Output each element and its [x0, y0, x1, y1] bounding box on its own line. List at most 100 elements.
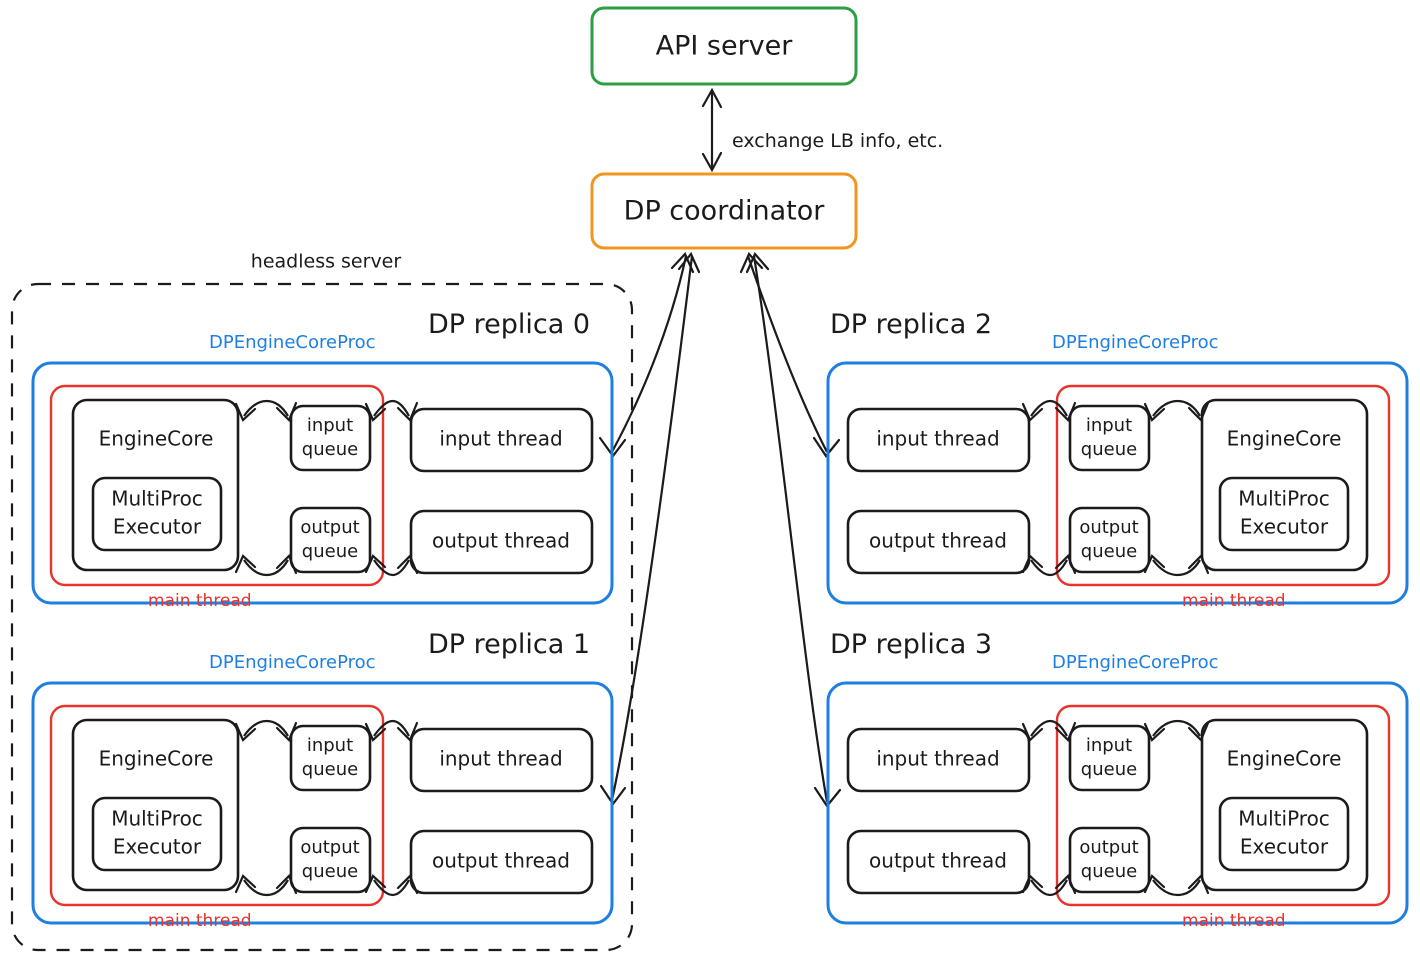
replica-3-output-queue-line1: output: [1079, 837, 1138, 858]
edge-coordinator-replica-3: [752, 255, 829, 803]
edge-coordinator-replica-2: [746, 255, 828, 453]
replica-2-arc-inthread-inq: [1030, 399, 1068, 417]
replica-1-arc-inq-inthread: [373, 719, 410, 737]
api-server-node[interactable]: API server: [590, 6, 858, 86]
replica-0-ah-a5: [234, 554, 257, 574]
replica-3-process-boundary[interactable]: [826, 681, 1409, 925]
replica-1-ah-a2: [275, 721, 298, 742]
replica-2-input-queue-box[interactable]: [1068, 404, 1151, 472]
replica-0-output-thread-label: output thread: [432, 529, 570, 553]
replica-1-output-queue-line1: output: [300, 837, 359, 858]
replica-1-input-queue-line2: queue: [302, 759, 358, 780]
replica-1-output-queue-box[interactable]: [289, 826, 372, 894]
replica-1-input-thread-box[interactable]: [409, 727, 594, 793]
replica-2-output-queue-line1: output: [1079, 517, 1138, 538]
replica-3-ah-a1: [1021, 722, 1044, 742]
replica-2-ah-a8: [1187, 554, 1210, 575]
replica-2-input-thread-box[interactable]: [846, 407, 1031, 473]
replica-3-main-thread-label: main thread: [1182, 911, 1286, 931]
replica-3-ah-a8: [1187, 874, 1210, 895]
replica-1-input-thread-label: input thread: [439, 747, 562, 771]
replica-1-main-thread-boundary[interactable]: [49, 704, 385, 907]
replica-3-input-thread-label: input thread: [876, 747, 999, 771]
replica-0-multiproc-line2: Executor: [113, 515, 202, 539]
replica-2-multiproc-line1: MultiProc: [1238, 487, 1330, 511]
replica-2-multiproc-executor-box[interactable]: [1218, 476, 1350, 552]
replica-3-ah-a6: [1054, 874, 1077, 895]
replica-3-main-thread-boundary[interactable]: [1055, 704, 1391, 907]
replica-3-multiproc-executor-box[interactable]: [1218, 796, 1350, 872]
replica-3: DP replica 3 DPEngineCoreProc main threa…: [826, 629, 1409, 931]
replica-3-input-queue-line1: input: [1086, 735, 1132, 756]
replica-2-ah-a5: [1021, 554, 1044, 574]
replica-1-ah-a6: [275, 874, 298, 895]
replica-3-output-queue-line2: queue: [1081, 861, 1137, 882]
replica-3-arc-inq-core: [1152, 720, 1201, 737]
replica-2-input-thread-label: input thread: [876, 427, 999, 451]
replica-3-ah-a7: [1143, 874, 1166, 894]
replica-1-arc-core-inq: [243, 720, 289, 737]
replica-3-output-thread-box[interactable]: [846, 829, 1031, 895]
replica-2-main-thread-label: main thread: [1182, 591, 1286, 611]
dp-coordinator-box[interactable]: [590, 172, 858, 250]
arrowhead-replica2-down: [812, 436, 841, 458]
replica-0: DP replica 0 DPEngineCoreProc main threa…: [31, 309, 614, 611]
replica-3-arc-outthread-outq: [1030, 879, 1068, 897]
replica-0-main-thread-label: main thread: [148, 591, 252, 611]
coordinator-api-edge: exchange LB info, etc.: [701, 87, 943, 173]
replica-2-input-queue-line2: queue: [1081, 439, 1137, 460]
replica-1-input-queue-box[interactable]: [289, 724, 372, 792]
replica-0-output-queue-box[interactable]: [289, 506, 372, 574]
replica-0-ah-a1: [234, 402, 257, 422]
dp-coordinator-label: DP coordinator: [624, 196, 826, 227]
replica-3-input-thread-box[interactable]: [846, 727, 1031, 793]
replica-3-ah-a3: [1143, 722, 1166, 742]
replica-1-process-boundary[interactable]: [31, 681, 614, 925]
replica-1-engine-core-label: EngineCore: [99, 747, 214, 771]
replica-0-process-boundary[interactable]: [31, 361, 614, 605]
replica-3-output-queue-box[interactable]: [1068, 826, 1151, 894]
replica-2-main-thread-boundary[interactable]: [1055, 384, 1391, 587]
replica-1-ah-a1: [234, 722, 257, 742]
replica-0-input-queue-box[interactable]: [289, 404, 372, 472]
replica-0-input-thread-box[interactable]: [409, 407, 594, 473]
replica-0-multiproc-line1: MultiProc: [111, 487, 203, 511]
replica-1-proc-label: DPEngineCoreProc: [209, 652, 376, 673]
replica-0-ah-a4: [396, 401, 419, 422]
replica-3-input-queue-box[interactable]: [1068, 724, 1151, 792]
replica-0-multiproc-executor-box[interactable]: [91, 476, 223, 552]
replica-1-ah-a8: [396, 874, 419, 895]
edge-coordinator-replica-0: [611, 255, 688, 453]
replica-2-proc-label: DPEngineCoreProc: [1052, 332, 1219, 353]
replica-3-ah-a4: [1187, 721, 1210, 742]
replica-1-output-thread-box[interactable]: [409, 829, 594, 895]
replica-3-multiproc-line2: Executor: [1240, 835, 1329, 859]
replica-2-process-boundary[interactable]: [826, 361, 1409, 605]
dp-coordinator-node[interactable]: DP coordinator: [590, 172, 858, 250]
replica-2-ah-a7: [1143, 554, 1166, 574]
replica-1-input-queue-line1: input: [307, 735, 353, 756]
replica-0-ah-a7: [364, 554, 387, 574]
arrowhead-replica1-up: [677, 251, 701, 274]
headless-server-boundary: [10, 282, 634, 952]
replica-1-output-queue-line2: queue: [302, 861, 358, 882]
arrowhead-replica3-up: [745, 251, 770, 274]
replica-2-output-thread-box[interactable]: [846, 509, 1031, 575]
replica-2-arc-inq-core: [1152, 400, 1201, 417]
replica-1-multiproc-executor-box[interactable]: [91, 796, 223, 872]
replica-2-output-queue-box[interactable]: [1068, 506, 1151, 574]
replica-1-arc-outq-outthread: [373, 879, 410, 897]
replica-3-ah-a2: [1054, 721, 1077, 742]
api-server-box[interactable]: [590, 6, 858, 86]
replica-3-engine-core-label: EngineCore: [1227, 747, 1342, 771]
replica-0-output-thread-box[interactable]: [409, 509, 594, 575]
replica-0-main-thread-boundary[interactable]: [49, 384, 385, 587]
replica-2-engine-core-label: EngineCore: [1227, 427, 1342, 451]
replica-0-ah-a3: [364, 402, 387, 422]
replica-2-output-thread-label: output thread: [869, 529, 1007, 553]
replica-3-output-thread-label: output thread: [869, 849, 1007, 873]
api-server-label: API server: [656, 31, 794, 62]
arrowhead-down-coordinator: [701, 151, 723, 173]
